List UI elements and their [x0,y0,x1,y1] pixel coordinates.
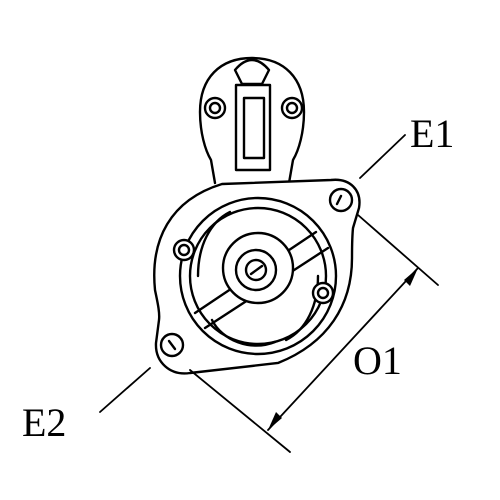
solenoid-lug [198,56,306,185]
mounting-holes [159,187,354,358]
e1-label: E1 [410,111,454,156]
e2-leader-line [99,367,151,413]
o1-label: O1 [353,338,402,383]
pinion-hub [193,230,330,347]
end-plate-holes [172,238,335,305]
e1-leader-line [359,134,406,179]
e2-label: E2 [22,400,66,445]
o1-dimension [189,214,439,453]
